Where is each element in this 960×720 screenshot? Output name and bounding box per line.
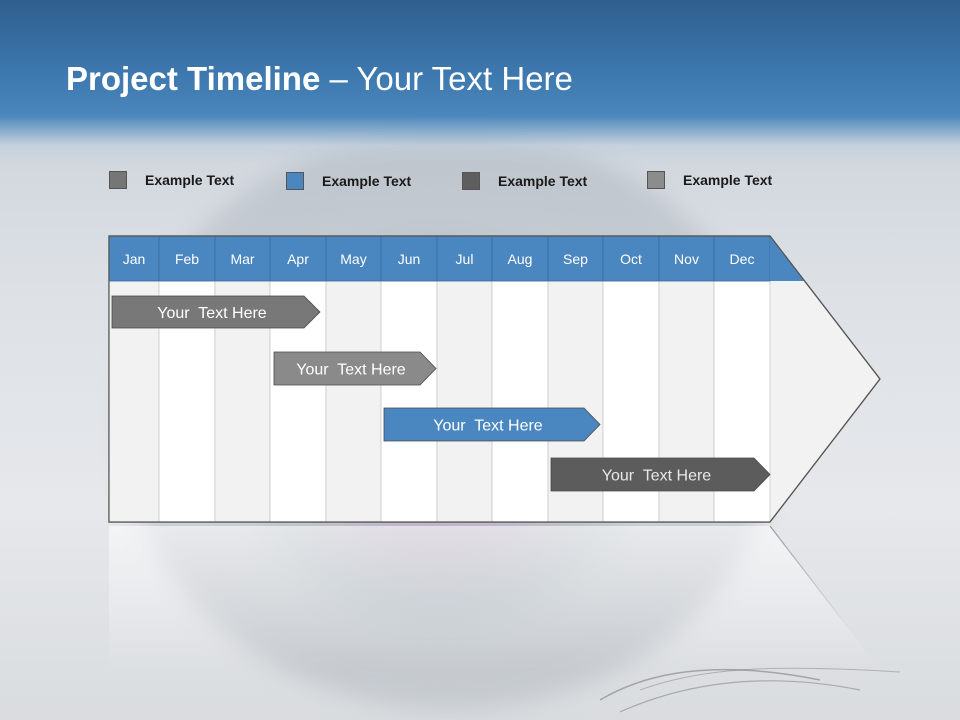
month-header-cell — [108, 235, 160, 282]
legend-swatch — [462, 172, 480, 190]
task-bar-label: Your Text Here — [602, 468, 712, 485]
month-header-cell — [325, 235, 382, 282]
legend-swatch — [647, 171, 665, 189]
month-label: May — [340, 251, 366, 267]
month-header-cell — [491, 235, 549, 282]
month-header-cell — [158, 235, 216, 282]
legend-swatch — [286, 172, 304, 190]
legend-label: Example Text — [322, 173, 412, 189]
timeline-arrow-outline — [108, 235, 881, 523]
month-label: Nov — [674, 251, 699, 267]
legend-label: Example Text — [498, 173, 588, 189]
task-bar — [383, 407, 601, 442]
month-label: Jun — [398, 251, 421, 267]
legend-label: Example Text — [683, 172, 773, 188]
task-bar — [550, 457, 771, 492]
month-header-cell — [436, 235, 493, 282]
month-label: Mar — [230, 251, 254, 267]
month-label: Apr — [287, 251, 309, 267]
month-column — [380, 280, 438, 523]
month-column — [325, 280, 382, 523]
month-label: Dec — [730, 251, 755, 267]
page-title-bold: Project Timeline — [66, 60, 321, 97]
month-label: Oct — [620, 251, 642, 267]
legend-swatch — [109, 171, 127, 189]
task-bar-label: Your Text Here — [433, 418, 543, 435]
month-header-cell — [380, 235, 438, 282]
month-header-row: Jan Feb Mar Apr May Jun Jul Aug Sep Oct Nov Dec — [108, 235, 805, 282]
header-band — [0, 0, 960, 165]
task-bar — [111, 295, 321, 329]
task-bar — [273, 351, 437, 386]
month-label: Jul — [456, 251, 474, 267]
month-label: Feb — [175, 251, 199, 267]
month-label: Jan — [123, 251, 146, 267]
month-column — [491, 280, 549, 523]
month-header-cell — [602, 235, 660, 282]
page-title: Project Timeline – Your Text Here — [66, 60, 573, 98]
month-column — [436, 280, 493, 523]
month-label: Sep — [563, 251, 588, 267]
month-label: Aug — [508, 251, 533, 267]
page-title-rest: – Your Text Here — [320, 60, 573, 97]
legend-label: Example Text — [145, 172, 235, 188]
timeline-reflection — [108, 525, 880, 670]
task-bar-label: Your Text Here — [296, 362, 406, 379]
task-bar-label: Your Text Here — [157, 305, 267, 322]
month-header-cell — [269, 235, 327, 282]
